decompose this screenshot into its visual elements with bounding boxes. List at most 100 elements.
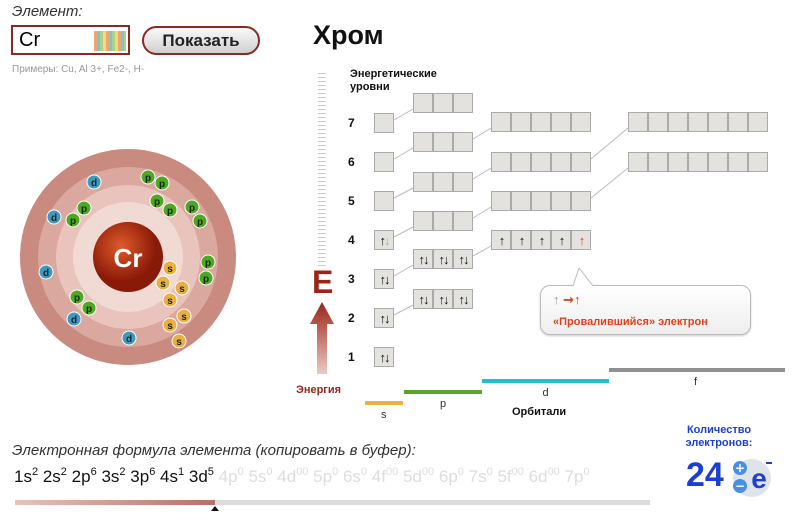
orbital-bar-s (365, 401, 403, 405)
formula-term: 2p6 (71, 466, 97, 486)
examples-hint: Примеры: Cu, Al 3+, Fe2-, H- (12, 64, 145, 75)
svg-text:s: s (167, 321, 173, 332)
orbital-cell-4s: ↑↓ (374, 230, 394, 250)
level-label: 7 (348, 116, 355, 130)
p-electron: p (192, 213, 208, 229)
orbital-cell-4d (511, 191, 531, 211)
svg-text:p: p (159, 179, 165, 190)
formula-term: 4f00 (371, 466, 399, 486)
svg-text:p: p (145, 173, 151, 184)
orbital-cell-4f (628, 152, 648, 172)
level-label: 1 (348, 350, 355, 364)
orbital-cell-4f (708, 152, 728, 172)
level-label: 3 (348, 272, 355, 286)
orbital-bar-f (609, 368, 785, 372)
s-electron: s (162, 317, 178, 333)
formula-term: 6s0 (342, 466, 368, 486)
orbital-cell-5p (453, 172, 473, 192)
orbital-cell-5d (551, 152, 571, 172)
orbital-cell-3p: ↑↓ (413, 249, 433, 269)
connector-line (472, 206, 492, 219)
electron-formula[interactable]: 1s2 2s2 2p6 3s2 3p6 4s1 3d5 4p0 5s0 4d00… (14, 466, 590, 487)
svg-text:−: − (735, 479, 745, 493)
svg-text:p: p (74, 293, 80, 304)
orbital-cell-6s (374, 152, 394, 172)
orbital-cell-6d (511, 112, 531, 132)
svg-text:p: p (154, 197, 160, 208)
s-electron: s (162, 260, 178, 276)
orbital-cell-6d (551, 112, 571, 132)
orbital-cell-7p (413, 93, 433, 113)
orbital-cell-6p (453, 132, 473, 152)
formula-progress-slider[interactable] (15, 500, 650, 505)
orbital-label-d: d (542, 387, 549, 399)
svg-text:s: s (176, 337, 182, 348)
orbital-bar-p (404, 390, 482, 394)
connector-line (393, 147, 414, 160)
orbital-cell-5f (628, 112, 648, 132)
formula-term: 5f00 (497, 466, 524, 486)
energy-letter: E (312, 264, 334, 300)
orbital-cell-3d: ↑ (491, 230, 511, 250)
orbital-cell-3p: ↑↓ (433, 249, 453, 269)
svg-text:p: p (70, 216, 76, 227)
slider-handle[interactable] (211, 506, 220, 511)
nucleus-symbol: Cr (114, 243, 143, 273)
p-electron: p (198, 270, 214, 286)
level-label: 5 (348, 194, 355, 208)
orbital-cell-4p (453, 211, 473, 231)
orbital-cell-2p: ↑↓ (413, 289, 433, 309)
orbital-cell-4d (551, 191, 571, 211)
connector-line (393, 226, 414, 238)
svg-text:p: p (189, 203, 195, 214)
orbital-cell-6p (413, 132, 433, 152)
formula-label[interactable]: Электронная формула элемента (копировать… (12, 442, 416, 459)
orbital-cell-5f (648, 112, 668, 132)
formula-term: 7p0 (564, 466, 590, 486)
periodic-table-icon[interactable] (94, 31, 126, 51)
s-electron: s (162, 292, 178, 308)
orbital-cell-4f (688, 152, 708, 172)
connector-line (393, 304, 414, 316)
orbital-cell-4f (748, 152, 768, 172)
orbitals-title: Орбитали (512, 406, 567, 418)
svg-text:s: s (179, 284, 185, 295)
svg-text:d: d (91, 178, 97, 189)
orbital-cell-2p: ↑↓ (433, 289, 453, 309)
svg-text:p: p (205, 258, 211, 269)
orbital-cell-4p (433, 211, 453, 231)
svg-text:d: d (43, 268, 49, 279)
orbital-cell-5f (748, 112, 768, 132)
formula-term: 3d5 (188, 466, 214, 486)
s-electron: s (171, 333, 187, 349)
formula-term: 1s2 (14, 466, 39, 486)
connector-line (393, 264, 414, 277)
p-electron: p (162, 202, 178, 218)
orbital-cell-6d (491, 112, 511, 132)
formula-term: 6p0 (438, 466, 464, 486)
connector-line (590, 127, 629, 160)
orbital-bar-d (482, 379, 609, 383)
formula-term: 3s2 (101, 466, 126, 486)
orbital-cell-4f (668, 152, 688, 172)
orbital-label-p: p (440, 398, 447, 410)
orbital-cell-3d: ↑ (571, 230, 591, 250)
formula-term: 7s0 (468, 466, 493, 486)
connector-line (393, 108, 414, 121)
connector-line (590, 167, 629, 199)
svg-text:s: s (167, 296, 173, 307)
orbital-cell-4d (571, 191, 591, 211)
s-electron: s (174, 280, 190, 296)
p-electron: p (154, 175, 170, 191)
s-electron: s (155, 275, 171, 291)
svg-text:p: p (86, 304, 92, 315)
p-electron: p (184, 199, 200, 215)
orbital-cell-4f (728, 152, 748, 172)
p-electron: p (76, 200, 92, 216)
orbital-cell-5p (413, 172, 433, 192)
d-electron: d (121, 330, 137, 346)
svg-text:s: s (167, 264, 173, 275)
show-button[interactable]: Показать (142, 26, 260, 55)
d-electron: d (86, 174, 102, 190)
electron-plus-minus-icon[interactable]: + − e (730, 456, 774, 498)
